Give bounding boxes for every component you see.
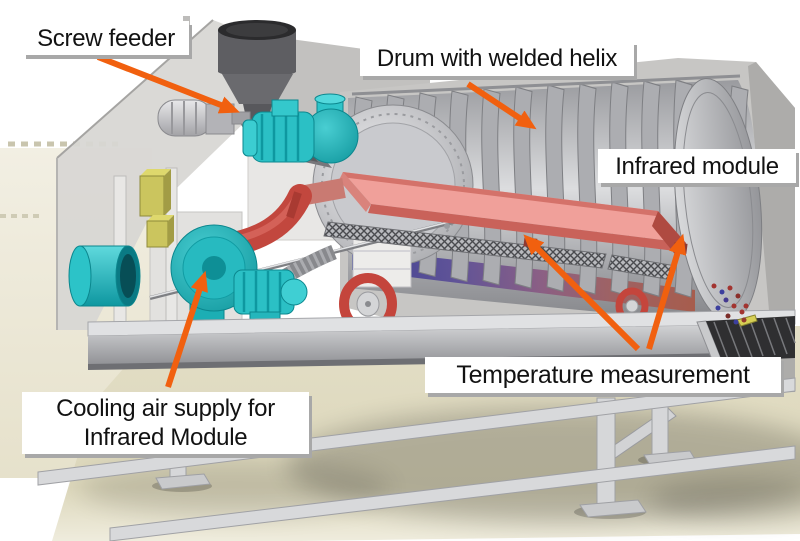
feed-hopper: [218, 20, 296, 122]
label-text: Infrared module: [615, 152, 779, 180]
label-text-line2: Infrared Module: [83, 424, 248, 451]
machine-frame: [37, 377, 796, 541]
annotation-arrows: [96, 54, 687, 388]
label-cooling-air-supply: Cooling air supply for Infrared Module: [22, 392, 309, 454]
discharge-grating: [696, 314, 796, 363]
temperature-arrow-left: [523, 234, 641, 352]
screw-feeder-motor: [157, 99, 251, 137]
cooling-arrow: [165, 270, 208, 388]
frame-beam: [37, 377, 796, 486]
frame-beam: [109, 445, 796, 541]
electrical-box: [139, 169, 174, 248]
label-screw-feeder: Screw feeder: [23, 21, 189, 55]
feed-blower: [242, 93, 359, 164]
drum-end-cap: [673, 78, 763, 322]
discharged-particles: [711, 283, 749, 325]
drum-arrow: [466, 81, 537, 130]
label-text: Drum with welded helix: [376, 45, 618, 72]
label-infrared-module: Infrared module: [598, 149, 796, 183]
temperature-arrow-right: [646, 233, 687, 350]
frame-leg: [651, 401, 669, 459]
label-text-line1: Cooling air supply for: [56, 395, 275, 422]
label-drum-with-welded-helix: Drum with welded helix: [360, 41, 634, 76]
label-text: Temperature measurement: [456, 360, 750, 389]
air-intake-cylinder: [68, 245, 141, 307]
reflector-mesh: [323, 221, 607, 269]
screw-feeder: [157, 16, 359, 168]
screw-feeder-arrow: [96, 54, 240, 114]
label-temperature-measurement: Temperature measurement: [425, 357, 781, 393]
label-text: Screw feeder: [37, 24, 175, 52]
